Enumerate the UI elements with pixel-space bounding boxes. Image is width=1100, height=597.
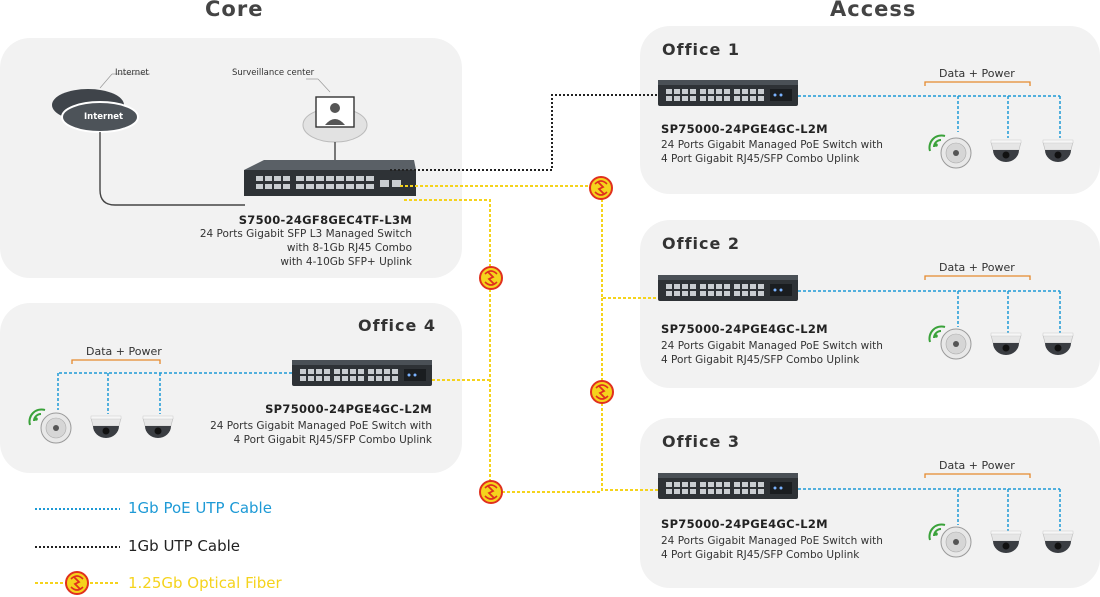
fiber-optic-icon: [589, 176, 613, 200]
office3-data-power: Data + Power: [939, 459, 1015, 472]
core-switch-model: S7500-24GF8GEC4TF-L3M: [238, 213, 412, 227]
network-switch-icon: [244, 160, 416, 196]
cloud-label: Internet: [84, 112, 124, 122]
office1-title: Office 1: [662, 40, 741, 59]
network-switch-icon: [658, 473, 798, 499]
office1-desc-line: 4 Port Gigabit RJ45/SFP Combo Uplink: [661, 153, 860, 165]
office3-panel: [640, 418, 1100, 588]
monitor-icon: [302, 96, 368, 143]
office3-desc-line: 4 Port Gigabit RJ45/SFP Combo Uplink: [661, 549, 860, 561]
dome-camera-icon: [1042, 332, 1074, 356]
office4-data-power: Data + Power: [86, 345, 162, 358]
office4-desc-line: 4 Port Gigabit RJ45/SFP Combo Uplink: [233, 434, 432, 446]
legend-fiber-label: 1.25Gb Optical Fiber: [128, 574, 282, 592]
core-desc-line: 24 Ports Gigabit SFP L3 Managed Switch: [199, 228, 412, 240]
network-switch-icon: [658, 80, 798, 106]
core-switch-desc: 24 Ports Gigabit SFP L3 Managed Switch w…: [200, 227, 412, 269]
office4-switch-model: SP75000-24PGE4GC-L2M: [265, 402, 432, 416]
network-switch-icon: [658, 275, 798, 301]
office1-panel: [640, 26, 1100, 194]
dome-camera-icon: [1042, 530, 1074, 554]
dome-camera-icon: [1042, 139, 1074, 163]
fisheye-camera-icon: [940, 137, 972, 169]
office1-data-power: Data + Power: [939, 67, 1015, 80]
legend: [35, 508, 120, 595]
office2-data-power: Data + Power: [939, 261, 1015, 274]
office4-switch-desc: 24 Ports Gigabit Managed PoE Switch with…: [210, 419, 432, 447]
fiber-optic-icon: [479, 266, 503, 290]
core-desc-line: with 8-1Gb RJ45 Combo: [286, 242, 412, 254]
internet-label: Internet: [115, 68, 149, 78]
fisheye-camera-icon: [940, 526, 972, 558]
core-title: Core: [205, 0, 264, 21]
fiber-optic-icon: [590, 380, 614, 404]
office4-panel: [0, 303, 462, 473]
cloud-icon: [52, 89, 139, 133]
surveillance-label: Surveillance center: [232, 68, 315, 78]
office3-desc-line: 24 Ports Gigabit Managed PoE Switch with: [661, 535, 883, 547]
dome-camera-icon: [90, 415, 122, 439]
office2-panel: [640, 220, 1100, 388]
fiber-optic-icon: [65, 571, 89, 595]
dome-camera-icon: [990, 139, 1022, 163]
dome-camera-icon: [990, 332, 1022, 356]
core-panel: [0, 38, 462, 278]
office1-switch-model: SP75000-24PGE4GC-L2M: [661, 122, 828, 136]
office3-switch-desc: 24 Ports Gigabit Managed PoE Switch with…: [661, 534, 883, 562]
dome-camera-icon: [142, 415, 174, 439]
office2-desc-line: 24 Ports Gigabit Managed PoE Switch with: [661, 340, 883, 352]
dome-camera-icon: [990, 530, 1022, 554]
office1-desc-line: 24 Ports Gigabit Managed PoE Switch with: [661, 139, 883, 151]
fisheye-camera-icon: [940, 328, 972, 360]
office3-switch-model: SP75000-24PGE4GC-L2M: [661, 517, 828, 531]
network-switch-icon: [292, 360, 432, 386]
office2-desc-line: 4 Port Gigabit RJ45/SFP Combo Uplink: [661, 354, 860, 366]
access-title: Access: [830, 0, 917, 21]
legend-poe-label: 1Gb PoE UTP Cable: [128, 499, 272, 517]
office4-title: Office 4: [358, 316, 437, 335]
fiber-optic-icon: [479, 480, 503, 504]
legend-utp-label: 1Gb UTP Cable: [128, 537, 240, 555]
office2-switch-model: SP75000-24PGE4GC-L2M: [661, 322, 828, 336]
core-desc-line: with 4-10Gb SFP+ Uplink: [280, 256, 412, 268]
office1-switch-desc: 24 Ports Gigabit Managed PoE Switch with…: [661, 138, 883, 166]
office2-title: Office 2: [662, 234, 741, 253]
office4-desc-line: 24 Ports Gigabit Managed PoE Switch with: [210, 420, 432, 432]
office2-switch-desc: 24 Ports Gigabit Managed PoE Switch with…: [661, 339, 883, 367]
office3-title: Office 3: [662, 432, 741, 451]
fisheye-camera-icon: [40, 412, 72, 444]
